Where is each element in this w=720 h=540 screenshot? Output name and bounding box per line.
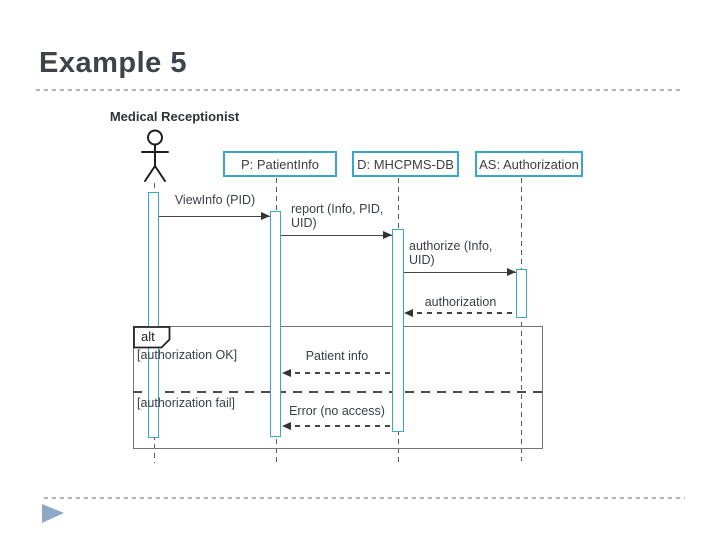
lifeline-box-patientinfo: P: PatientInfo bbox=[223, 151, 337, 177]
message-label-authorize: authorize (Info, UID) bbox=[409, 239, 493, 267]
guard-authorization-fail: [authorization fail] bbox=[137, 396, 235, 410]
activation-bar-mhcpms-db bbox=[392, 229, 404, 432]
lifeline-box-mhcpms-db-label: D: MHCPMS-DB bbox=[357, 156, 454, 172]
page-title: Example 5 bbox=[39, 47, 187, 79]
message-label-viewinfo: ViewInfo (PID) bbox=[174, 193, 256, 207]
guard-authorization-ok: [authorization OK] bbox=[137, 348, 238, 362]
lifeline-box-authorization-label: AS: Authorization bbox=[479, 156, 579, 172]
message-line-authorize bbox=[404, 272, 516, 273]
message-line-authorization bbox=[407, 312, 516, 314]
alt-operator-pentagon bbox=[133, 326, 171, 349]
message-line-error bbox=[285, 425, 392, 427]
stick-figure-actor-icon bbox=[141, 129, 169, 182]
activation-bar-receptionist bbox=[148, 192, 159, 438]
message-line-report bbox=[281, 235, 392, 236]
message-label-patient-info: Patient info bbox=[305, 349, 369, 363]
lifeline-box-authorization: AS: Authorization bbox=[475, 151, 583, 177]
footer-separator-line bbox=[44, 497, 685, 499]
arrowhead-error bbox=[282, 422, 291, 430]
arrowhead-patient-info bbox=[282, 369, 291, 377]
message-label-report: report (Info, PID, UID) bbox=[291, 202, 384, 230]
lifeline-box-mhcpms-db: D: MHCPMS-DB bbox=[352, 151, 459, 177]
arrowhead-viewinfo bbox=[261, 212, 270, 220]
message-label-authorization: authorization bbox=[424, 295, 497, 309]
message-label-error: Error (no access) bbox=[289, 404, 385, 418]
lifeline-box-patientinfo-label: P: PatientInfo bbox=[240, 156, 320, 172]
alt-fragment-frame bbox=[133, 326, 543, 449]
play-triangle-icon bbox=[42, 504, 64, 523]
alt-fragment-divider bbox=[133, 391, 543, 393]
activation-bar-authorization bbox=[516, 269, 527, 318]
lifeline-authorization bbox=[521, 178, 522, 461]
message-line-viewinfo bbox=[159, 216, 270, 217]
title-separator-line bbox=[36, 89, 684, 91]
arrowhead-report bbox=[383, 231, 392, 239]
actor-label: Medical Receptionist bbox=[109, 109, 240, 124]
arrowhead-authorize bbox=[507, 268, 516, 276]
arrowhead-authorization bbox=[404, 309, 413, 317]
alt-operator-label: alt bbox=[141, 329, 155, 344]
message-line-patient-info bbox=[285, 372, 392, 374]
activation-bar-patientinfo bbox=[270, 211, 281, 437]
